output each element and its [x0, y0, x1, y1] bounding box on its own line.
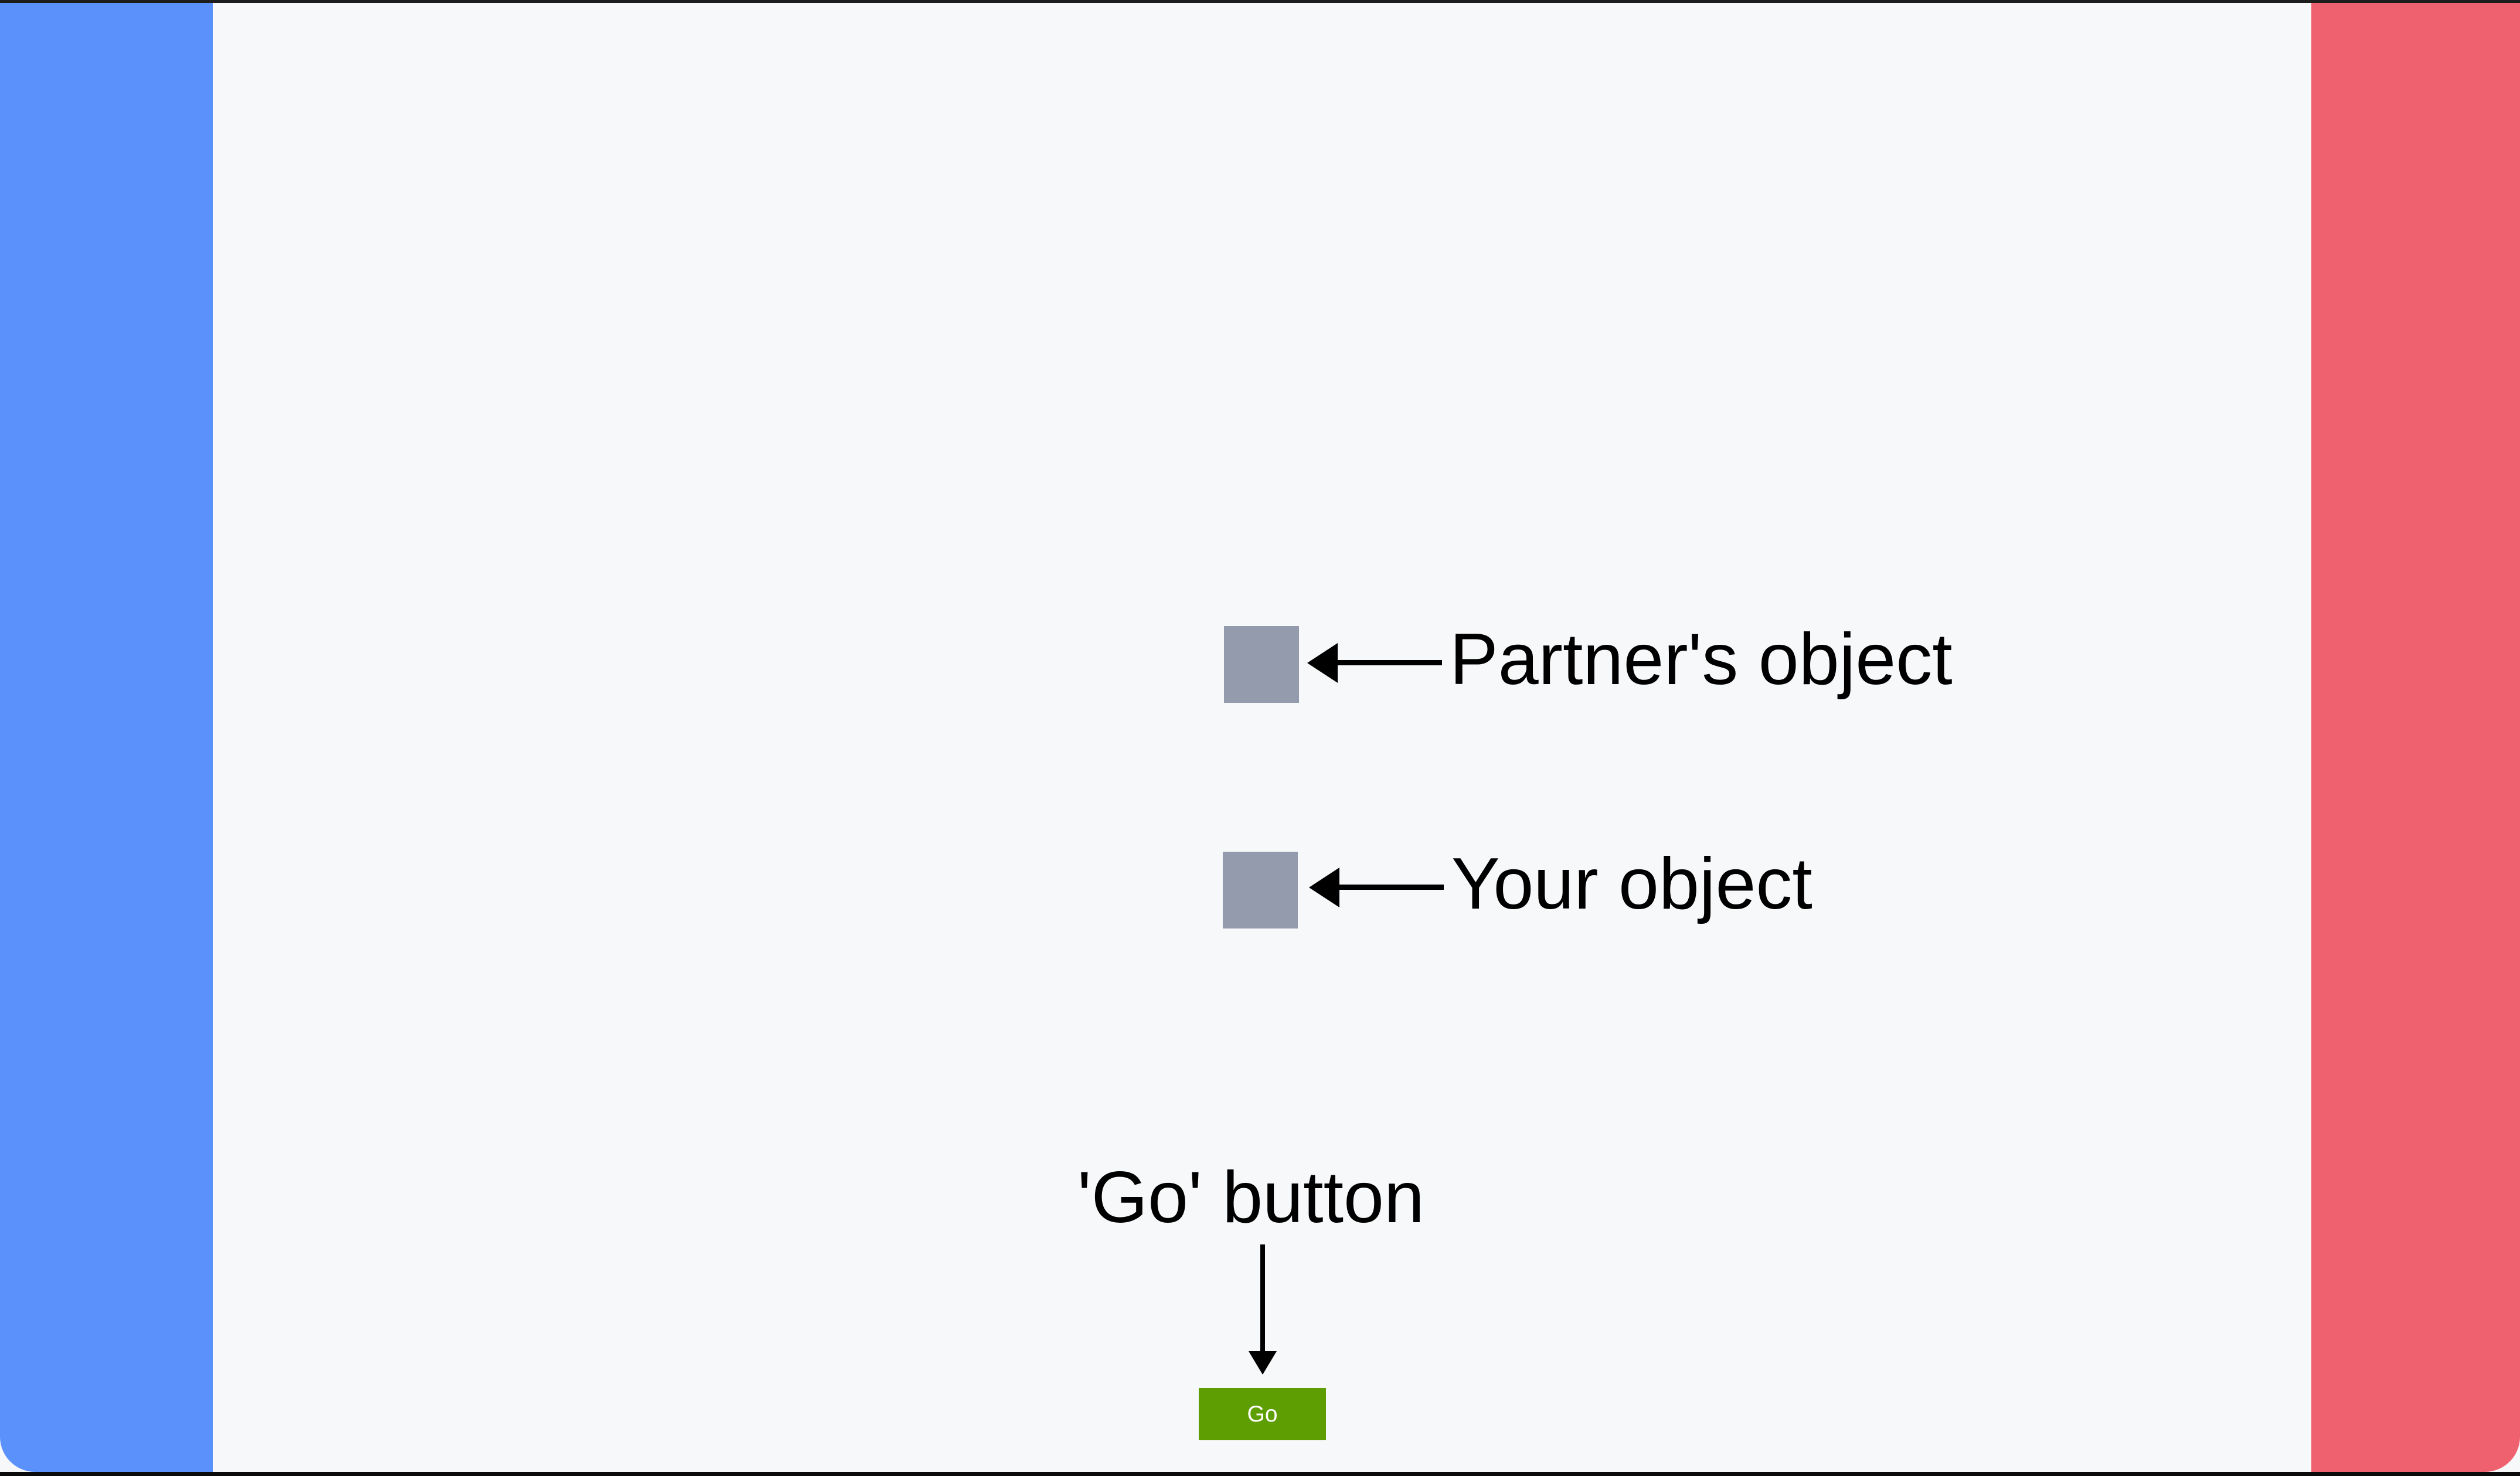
left-arrow-icon-yours — [1309, 861, 1444, 914]
partner-object — [1224, 626, 1299, 703]
red-player-bar — [2311, 3, 2520, 1472]
go-button[interactable]: Go — [1199, 1388, 1326, 1440]
go-button-label: 'Go' button — [1077, 1157, 1424, 1238]
play-field[interactable] — [213, 3, 2311, 1472]
down-arrow-icon-go — [1243, 1244, 1284, 1375]
blue-player-bar — [0, 3, 213, 1472]
partner-object-label: Partner's object — [1450, 619, 1953, 700]
your-object-label: Your object — [1451, 844, 1812, 924]
left-arrow-icon-partner — [1307, 636, 1442, 690]
your-object[interactable] — [1223, 852, 1298, 929]
